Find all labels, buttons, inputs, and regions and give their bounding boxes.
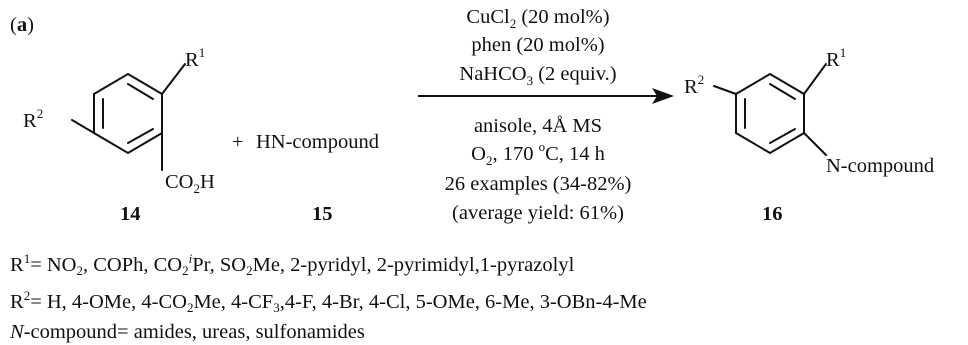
product-r1-label: R1 — [826, 45, 846, 71]
reactant-14-structure — [71, 63, 186, 171]
benzene-ring — [735, 72, 805, 155]
condition-temperature: O2, 170 oC, 14 h — [471, 139, 605, 168]
reaction-scheme: (a) R1 R2 CO2H 14 + HN-compound 15 CuCl2… — [10, 6, 934, 225]
r2-bond — [71, 119, 95, 134]
panel-label: (a) — [10, 14, 34, 36]
r2-bond — [713, 85, 737, 95]
compound-number-16: 16 — [762, 203, 783, 225]
product-16-structure — [713, 63, 827, 156]
r1-bond — [803, 63, 827, 95]
aromatic-double-bond — [127, 128, 154, 144]
aromatic-double-bond — [127, 83, 154, 100]
benzene-ring — [93, 72, 163, 155]
condition-examples: 26 examples (34-82%) — [445, 173, 632, 195]
plus-sign: + — [232, 131, 244, 153]
r1-label: R1 — [185, 45, 205, 71]
condition-base: NaHCO3 (2 equiv.) — [459, 63, 616, 88]
condition-ligand: phen (20 mol%) — [471, 34, 604, 56]
aromatic-double-bond — [769, 128, 796, 144]
arrow-head-icon — [652, 88, 674, 104]
substituent-notes: R1= NO2, COPh, CO2iPr, SO2Me, 2-pyridyl,… — [10, 246, 647, 345]
condition-average-yield: (average yield: 61%) — [452, 202, 624, 224]
r2-label: R2 — [23, 106, 43, 132]
product-r2-label: R2 — [684, 72, 704, 98]
n-compound-label: N-compound — [826, 155, 934, 177]
condition-solvent: anisole, 4Å MS — [474, 115, 602, 137]
n-compound-definition: N-compound= amides, ureas, sulfonamides — [10, 321, 365, 343]
r1-definition: R1= NO2, COPh, CO2iPr, SO2Me, 2-pyridyl,… — [10, 251, 575, 278]
n-bond — [803, 132, 827, 156]
hn-compound-label: HN-compound — [256, 131, 379, 153]
compound-number-14: 14 — [120, 203, 141, 225]
r2-definition: R2= H, 4-OMe, 4-CO2Me, 4-CF3,4-F, 4-Br, … — [10, 288, 647, 315]
co2h-label: CO2H — [165, 171, 215, 196]
r1-bond — [161, 63, 186, 95]
aromatic-double-bond — [769, 83, 796, 100]
condition-catalyst: CuCl2 (20 mol%) — [466, 6, 609, 31]
compound-number-15: 15 — [312, 203, 333, 225]
